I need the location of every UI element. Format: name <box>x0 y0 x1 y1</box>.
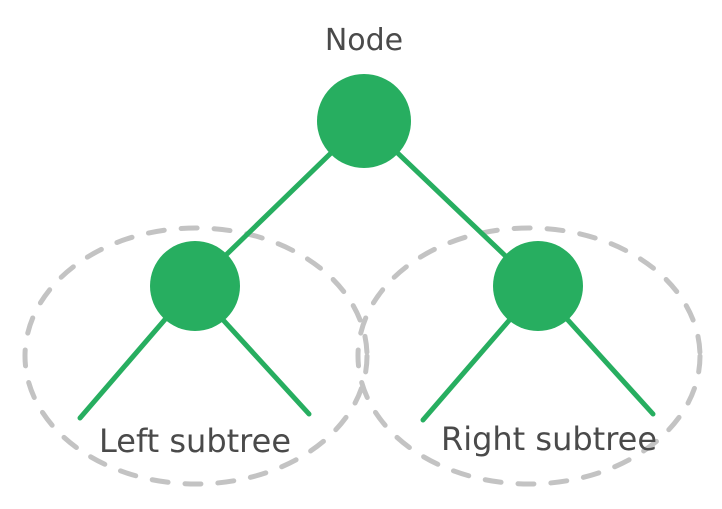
right-child-node-circle <box>493 241 583 331</box>
left-subtree-ellipse <box>22 225 370 487</box>
root-node-label: Node <box>325 23 403 58</box>
left-child-node-circle <box>150 241 240 331</box>
right-subtree-ellipse <box>355 225 703 487</box>
left-subtree-label: Left subtree <box>99 422 291 460</box>
right-subtree-label: Right subtree <box>441 420 657 458</box>
root-node-circle <box>317 74 411 168</box>
